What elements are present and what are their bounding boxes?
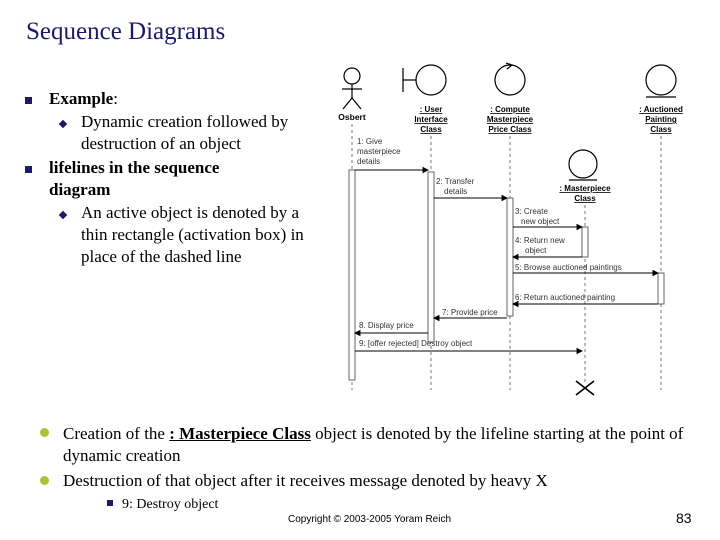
sub-bullet-example: Dynamic creation followed by destruction… xyxy=(81,112,289,153)
round-bullet-icon xyxy=(40,476,49,485)
object-user-interface-l1: : User xyxy=(420,105,443,114)
msg-5: 5: Browse auctioned paintings xyxy=(515,263,622,272)
diamond-bullet-icon xyxy=(58,119,68,129)
msg-6: 6: Return auctioned painting xyxy=(515,293,615,302)
message-arrows xyxy=(353,166,660,355)
bullet-example: Example: xyxy=(49,88,118,110)
msg-8: 8. Display price xyxy=(359,321,414,330)
msg-7: 7: Provide price xyxy=(442,308,498,317)
bullet-creation: Creation of the : Masterpiece Class obje… xyxy=(63,423,713,467)
bullet-creation-pre: Creation of the xyxy=(63,424,170,443)
object-user-interface-l2: Interface xyxy=(414,115,448,124)
bullet-example-colon: : xyxy=(113,89,118,108)
round-bullet-icon xyxy=(40,428,49,437)
msg-9: 9: [offer rejected] Destroy object xyxy=(359,339,473,348)
page-number: 83 xyxy=(676,510,692,526)
object-user-interface-l3: Class xyxy=(420,125,442,134)
object-compute-l2: Masterpiece xyxy=(487,115,534,124)
entity-icon xyxy=(645,64,677,98)
bullet-lifelines: lifelines in the sequence diagram xyxy=(49,158,220,199)
msg-1-l2: masterpiece xyxy=(357,147,401,156)
actor-label: Osbert xyxy=(338,112,366,122)
lifelines xyxy=(351,124,662,390)
msg-2-l1: 2: Transfer xyxy=(436,177,475,186)
square-bullet-icon xyxy=(107,500,113,506)
copyright: Copyright © 2003-2005 Yoram Reich xyxy=(288,514,452,525)
msg-3-l1: 3: Create xyxy=(515,207,548,216)
msg-1-l3: details xyxy=(357,157,380,166)
masterpiece-class-emphasis: : Masterpiece Class xyxy=(169,424,311,443)
object-masterpiece-l1: : Masterpiece xyxy=(559,184,611,193)
object-auctioned-l1: : Auctioned xyxy=(639,105,683,114)
bullet-creation-post: object is denoted by the lifeline starti… xyxy=(63,424,684,465)
msg-1-l1: 1: Give xyxy=(357,137,383,146)
destroy-x-icon xyxy=(575,380,595,396)
bullet-example-label: Example xyxy=(49,89,114,108)
boundary-icon xyxy=(402,64,447,96)
msg-2-l2: details xyxy=(444,187,467,196)
msg-3-l2: new object xyxy=(521,217,560,226)
msg-4-l2: object xyxy=(525,246,547,255)
entity-icon xyxy=(568,149,598,181)
destroy-object-note: 9: Destroy object xyxy=(122,497,219,512)
object-compute-l1: : Compute xyxy=(490,105,530,114)
square-bullet-icon xyxy=(25,97,32,104)
msg-4-l1: 4: Return new xyxy=(515,236,565,245)
control-icon xyxy=(494,62,526,96)
object-auctioned-l3: Class xyxy=(650,125,672,134)
activation-boxes xyxy=(348,169,665,381)
object-masterpiece-l2: Class xyxy=(574,194,596,203)
object-compute-l3: Price Class xyxy=(488,125,532,134)
object-auctioned-l2: Painting xyxy=(645,115,677,124)
square-bullet-icon xyxy=(25,166,32,173)
slide-title: Sequence Diagrams xyxy=(26,18,226,45)
sub-bullet-active-object: An active object is denoted by a thin re… xyxy=(81,203,304,266)
diamond-bullet-icon xyxy=(58,210,68,220)
actor-osbert-icon xyxy=(342,67,362,110)
sequence-diagram: Osbert : User Interface Class : Compute … xyxy=(338,62,683,396)
bullet-destruction: Destruction of that object after it rece… xyxy=(63,471,548,490)
